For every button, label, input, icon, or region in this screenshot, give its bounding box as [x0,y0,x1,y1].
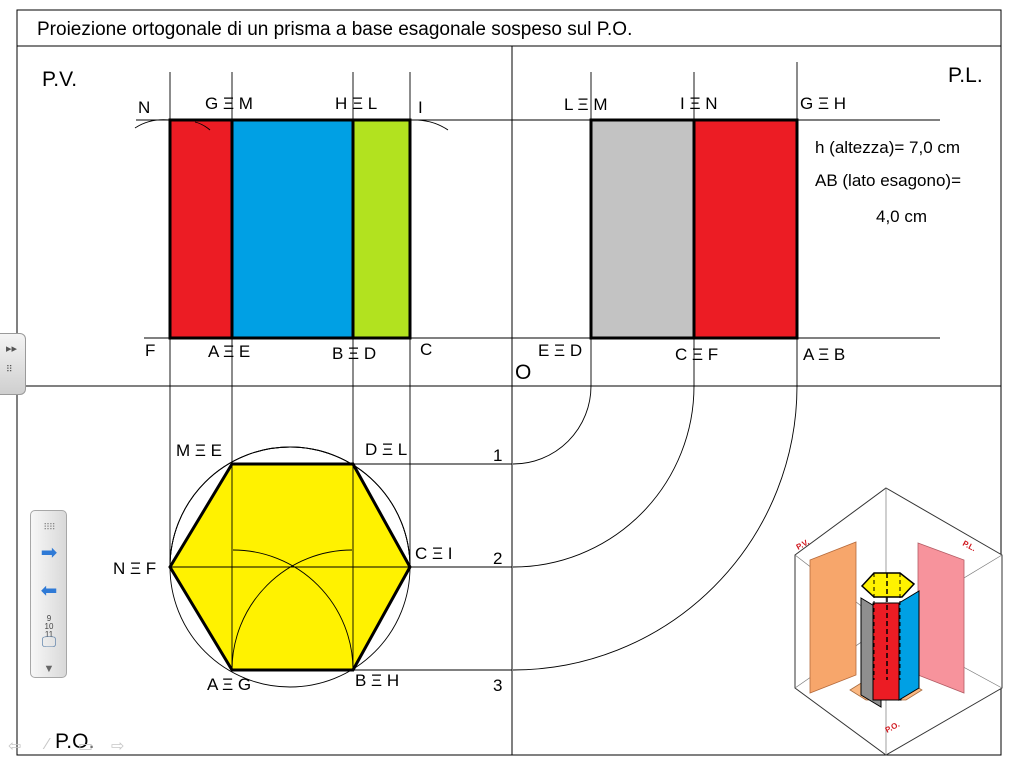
next-slide-icon[interactable]: ⇨ [111,738,125,755]
po-label-dl: D Ξ L [365,440,407,459]
label-pl: P.L. [948,64,983,87]
pv-face-red [170,120,232,338]
previous-slide-icon[interactable]: ⇦ [8,738,22,755]
pv-label-bd: B Ξ D [332,344,376,363]
label-pv: P.V. [42,68,77,91]
pv-label-n: N [138,98,150,117]
po-label-ag: A Ξ G [207,675,251,694]
pv-face-blue [232,120,353,338]
slide-navigation: ⇦ ⁄ ▭ ⇨ [8,736,133,756]
pv-face-green [353,120,410,338]
po-number-1: 1 [493,446,502,465]
pl-label-in: I Ξ N [680,94,718,113]
page-title: Proiezione ortogonale di un prisma a bas… [37,19,632,40]
next-page-arrow-icon[interactable]: ➡ [40,542,58,564]
pen-icon[interactable]: ⁄ [46,736,49,753]
po-label-me: M Ξ E [176,441,222,460]
po-label-nf: N Ξ F [113,559,156,578]
screen-share-icon[interactable]: 🖵 [41,634,57,651]
pl-face-gray [591,120,694,338]
pl-label-lm: L Ξ M [564,95,607,114]
previous-page-arrow-icon[interactable]: ⬅ [40,580,58,602]
pl-label-cf: C Ξ F [675,345,718,364]
pv-label-i: I [418,98,423,117]
pl-label-ed: E Ξ D [538,341,582,360]
po-label-ci: C Ξ I [415,544,453,563]
hexagon-construction [169,446,411,671]
pv-label-ae: A Ξ E [208,342,250,361]
side-panel-tab[interactable]: ▸▸ ⠿ [0,333,26,395]
po-number-3: 3 [493,676,502,695]
pv-label-gm: G Ξ M [205,94,253,113]
info-height: h (altezza)= 7,0 cm [815,138,960,157]
label-po: P.O. [55,730,94,753]
iso-thumbnail: P.V. P.L. P.O. [794,487,1003,756]
label-origin: O [515,361,531,384]
pv-label-hl: H Ξ L [335,94,377,113]
po-number-2: 2 [493,549,502,568]
pl-face-red [694,120,797,338]
pl-label-gh: G Ξ H [800,94,846,113]
grip-icon[interactable]: ⠿⠿ [43,522,55,532]
double-chevron-right-icon: ▸▸ [6,343,18,355]
po-label-bh: B Ξ H [355,671,399,690]
grip-icon: ⠿ [6,364,13,374]
pv-label-c: C [420,340,432,359]
pv-label-f: F [145,341,155,360]
info-side-a: AB (lato esagono)= [815,171,961,190]
chevron-down-icon[interactable]: ▼ [43,663,55,675]
info-side-b: 4,0 cm [876,207,927,226]
menu-icon[interactable]: ▭ [78,738,94,755]
pl-label-ab: A Ξ B [803,345,845,364]
